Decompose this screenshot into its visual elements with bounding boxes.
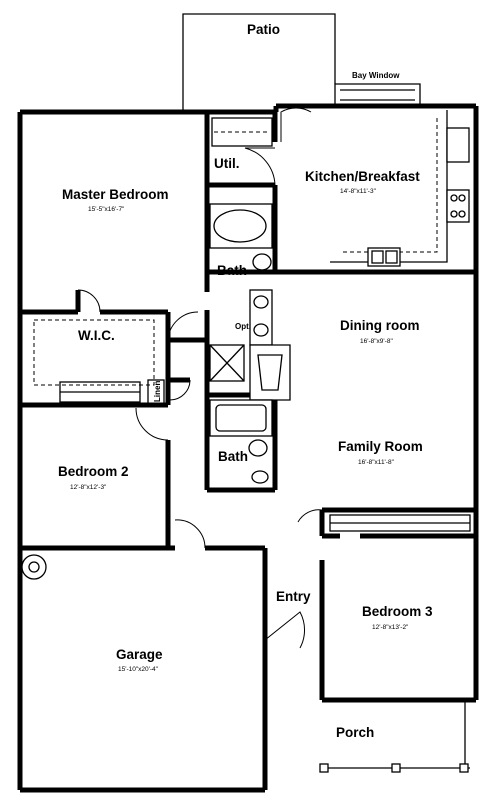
exterior-walls [17,103,479,793]
utility-appliances [211,117,273,147]
kitchen-cabinets [330,110,470,267]
entry-label: Entry [276,589,311,604]
bedroom-3-label: Bedroom 3 [362,604,433,619]
patio-outline [182,13,336,112]
kitchen-label: Kitchen/Breakfast [305,169,420,184]
linen-label: Linen [153,381,162,402]
family-room-dimensions: 16'-8"x11'-8" [358,459,395,466]
dining-room-dimensions: 16'-8"x9'-8" [360,338,393,345]
upper-bath-fixtures [209,203,273,382]
porch-label: Porch [336,725,374,740]
bedroom-2-dimensions: 12'-8"x12'-3" [70,484,107,491]
lower-bath-fixtures [209,399,273,484]
lower-bath-label: Bath [218,449,248,464]
upper-bath-label: Bath [217,263,247,278]
bedroom-3-dimensions: 12'-8"x13'-2" [372,624,409,631]
interior-walls [20,112,476,580]
family-room-label: Family Room [338,439,423,454]
doors [77,107,323,649]
utility-label: Util. [214,156,240,171]
bedroom-2-label: Bedroom 2 [58,464,129,479]
master-bedroom-dimensions: 15'-5"x16'-7" [88,206,125,213]
bay-window-label: Bay Window [352,71,400,80]
patio-label: Patio [247,22,280,37]
garage-label: Garage [116,647,163,662]
closet-shelving [33,319,471,532]
water-heater [21,554,47,580]
opt-label: Opt. [235,322,251,331]
bay-window [334,83,421,106]
garage-dimensions: 15'-10"x20'-4" [118,666,159,673]
porch-railing [319,700,470,773]
master-bedroom-label: Master Bedroom [62,187,169,202]
dining-room-label: Dining room [340,318,420,333]
fireplace [249,344,291,401]
wic-label: W.I.C. [78,328,115,343]
kitchen-dimensions: 14'-8"x11'-3" [340,188,377,195]
